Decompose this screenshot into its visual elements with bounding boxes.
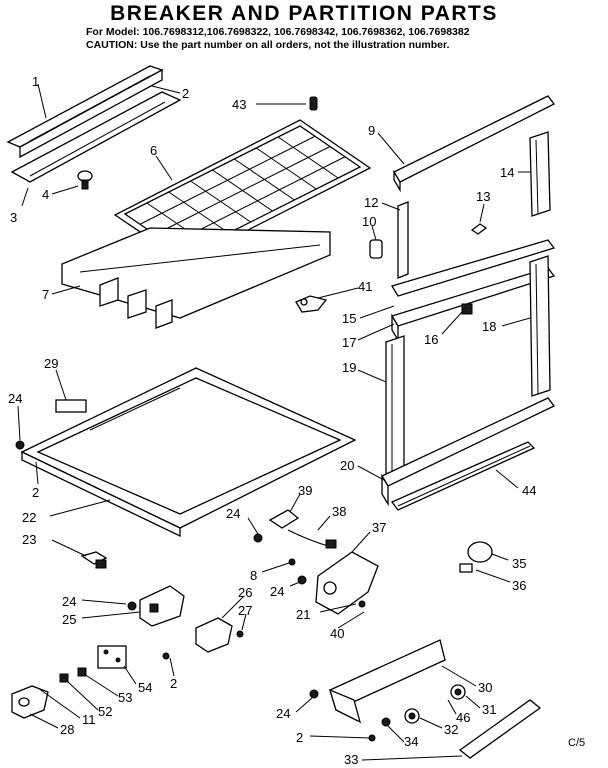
callout-24c: 24 bbox=[270, 584, 284, 599]
callout-54: 54 bbox=[138, 680, 152, 695]
screw-part bbox=[77, 170, 93, 190]
bulb-part bbox=[459, 541, 493, 573]
callout-26: 26 bbox=[238, 585, 252, 600]
callout-53: 53 bbox=[118, 690, 132, 705]
callout-52: 52 bbox=[98, 704, 112, 719]
callout-44: 44 bbox=[522, 483, 536, 498]
callout-10: 10 bbox=[362, 214, 376, 229]
callout-28: 28 bbox=[60, 722, 74, 737]
callout-33: 33 bbox=[344, 752, 358, 767]
callout-15: 15 bbox=[342, 311, 356, 326]
bracket-54-part bbox=[97, 645, 127, 669]
bottom-rail-part bbox=[381, 397, 555, 507]
knob-31-part bbox=[450, 684, 466, 700]
switch-26-part bbox=[195, 617, 233, 653]
callout-1: 1 bbox=[32, 74, 39, 89]
callout-7: 7 bbox=[42, 287, 49, 302]
shelf-grid-part bbox=[113, 119, 372, 263]
gasket-44-part bbox=[390, 441, 536, 511]
callout-14: 14 bbox=[500, 165, 514, 180]
callout-12: 12 bbox=[364, 195, 378, 210]
upright-19-part bbox=[385, 335, 405, 475]
lower-trim-30-part bbox=[328, 639, 446, 724]
callout-8: 8 bbox=[250, 568, 257, 583]
fasteners bbox=[15, 440, 376, 742]
callout-25: 25 bbox=[62, 612, 76, 627]
callout-46: 46 bbox=[456, 710, 470, 725]
block-28-part bbox=[11, 685, 49, 719]
callout-38: 38 bbox=[332, 504, 346, 519]
callout-31: 31 bbox=[482, 702, 496, 717]
callout-9: 9 bbox=[368, 123, 375, 138]
breaker-tray-part bbox=[61, 227, 331, 329]
wire-harness-part bbox=[268, 509, 337, 549]
callout-2b: 2 bbox=[32, 485, 39, 500]
callout-24b: 24 bbox=[226, 506, 240, 521]
callout-19: 19 bbox=[342, 360, 356, 375]
callout-20: 20 bbox=[340, 458, 354, 473]
side-strip-part bbox=[397, 201, 409, 279]
callout-30: 30 bbox=[478, 680, 492, 695]
callout-29: 29 bbox=[44, 356, 58, 371]
callout-41: 41 bbox=[358, 279, 372, 294]
callout-11: 11 bbox=[82, 712, 96, 727]
callout-labels: 1 2 3 4 6 7 43 9 14 12 13 10 41 15 16 17… bbox=[8, 74, 585, 767]
clip-13-part bbox=[470, 223, 488, 235]
callout-2: 2 bbox=[182, 86, 189, 101]
panel-22-part bbox=[20, 367, 357, 538]
callout-17: 17 bbox=[342, 335, 356, 350]
block-14-part bbox=[529, 131, 551, 217]
model-list: For Model: 106.7698312,106.7698322, 106.… bbox=[86, 26, 470, 38]
housing-37-part bbox=[315, 551, 379, 615]
leader-lines bbox=[17, 83, 531, 761]
callout-27: 27 bbox=[238, 603, 252, 618]
callout-6: 6 bbox=[150, 143, 157, 158]
callout-24: 24 bbox=[8, 391, 22, 406]
callout-16: 16 bbox=[424, 332, 438, 347]
knob-32-part bbox=[404, 708, 420, 724]
callout-24e: 24 bbox=[276, 706, 290, 721]
small-hardware-part bbox=[59, 667, 87, 683]
screw-43-part bbox=[309, 96, 318, 111]
callout-2d: 2 bbox=[296, 730, 303, 745]
clip-23-part bbox=[80, 551, 108, 569]
callout-4: 4 bbox=[42, 187, 49, 202]
hinge-41-part bbox=[295, 295, 328, 313]
callout-21: 21 bbox=[296, 607, 310, 622]
bracket-16-part bbox=[461, 303, 473, 315]
caution-note: CAUTION: Use the part number on all orde… bbox=[86, 39, 450, 51]
callout-22: 22 bbox=[22, 510, 36, 525]
callout-32: 32 bbox=[444, 722, 458, 737]
post-18-part bbox=[529, 255, 551, 397]
callout-43: 43 bbox=[232, 97, 246, 112]
kick-plate-part bbox=[458, 699, 542, 759]
latch-10-part bbox=[369, 239, 383, 259]
trim-rail-part bbox=[6, 65, 164, 159]
callout-37: 37 bbox=[372, 520, 386, 535]
callout-3: 3 bbox=[10, 210, 17, 225]
frame-rail-part bbox=[391, 239, 556, 343]
callout-23: 23 bbox=[22, 532, 36, 547]
callout-24d: 24 bbox=[62, 594, 76, 609]
knob-34-part bbox=[381, 717, 391, 727]
callout-2c: 2 bbox=[170, 676, 177, 691]
callout-18: 18 bbox=[482, 319, 496, 334]
figure-code: C/5 bbox=[568, 737, 585, 749]
callout-36: 36 bbox=[512, 578, 526, 593]
partition-top-part bbox=[393, 95, 555, 193]
insert-29-part bbox=[55, 399, 87, 413]
callout-40: 40 bbox=[330, 626, 344, 641]
lower-trim-part bbox=[10, 91, 182, 183]
callout-13: 13 bbox=[476, 189, 490, 204]
page-title: BREAKER AND PARTITION PARTS bbox=[110, 2, 498, 25]
callout-39: 39 bbox=[298, 483, 312, 498]
callout-35: 35 bbox=[512, 556, 526, 571]
part-drawings bbox=[6, 65, 556, 759]
callout-34: 34 bbox=[404, 734, 418, 749]
bracket-25-part bbox=[139, 585, 185, 627]
